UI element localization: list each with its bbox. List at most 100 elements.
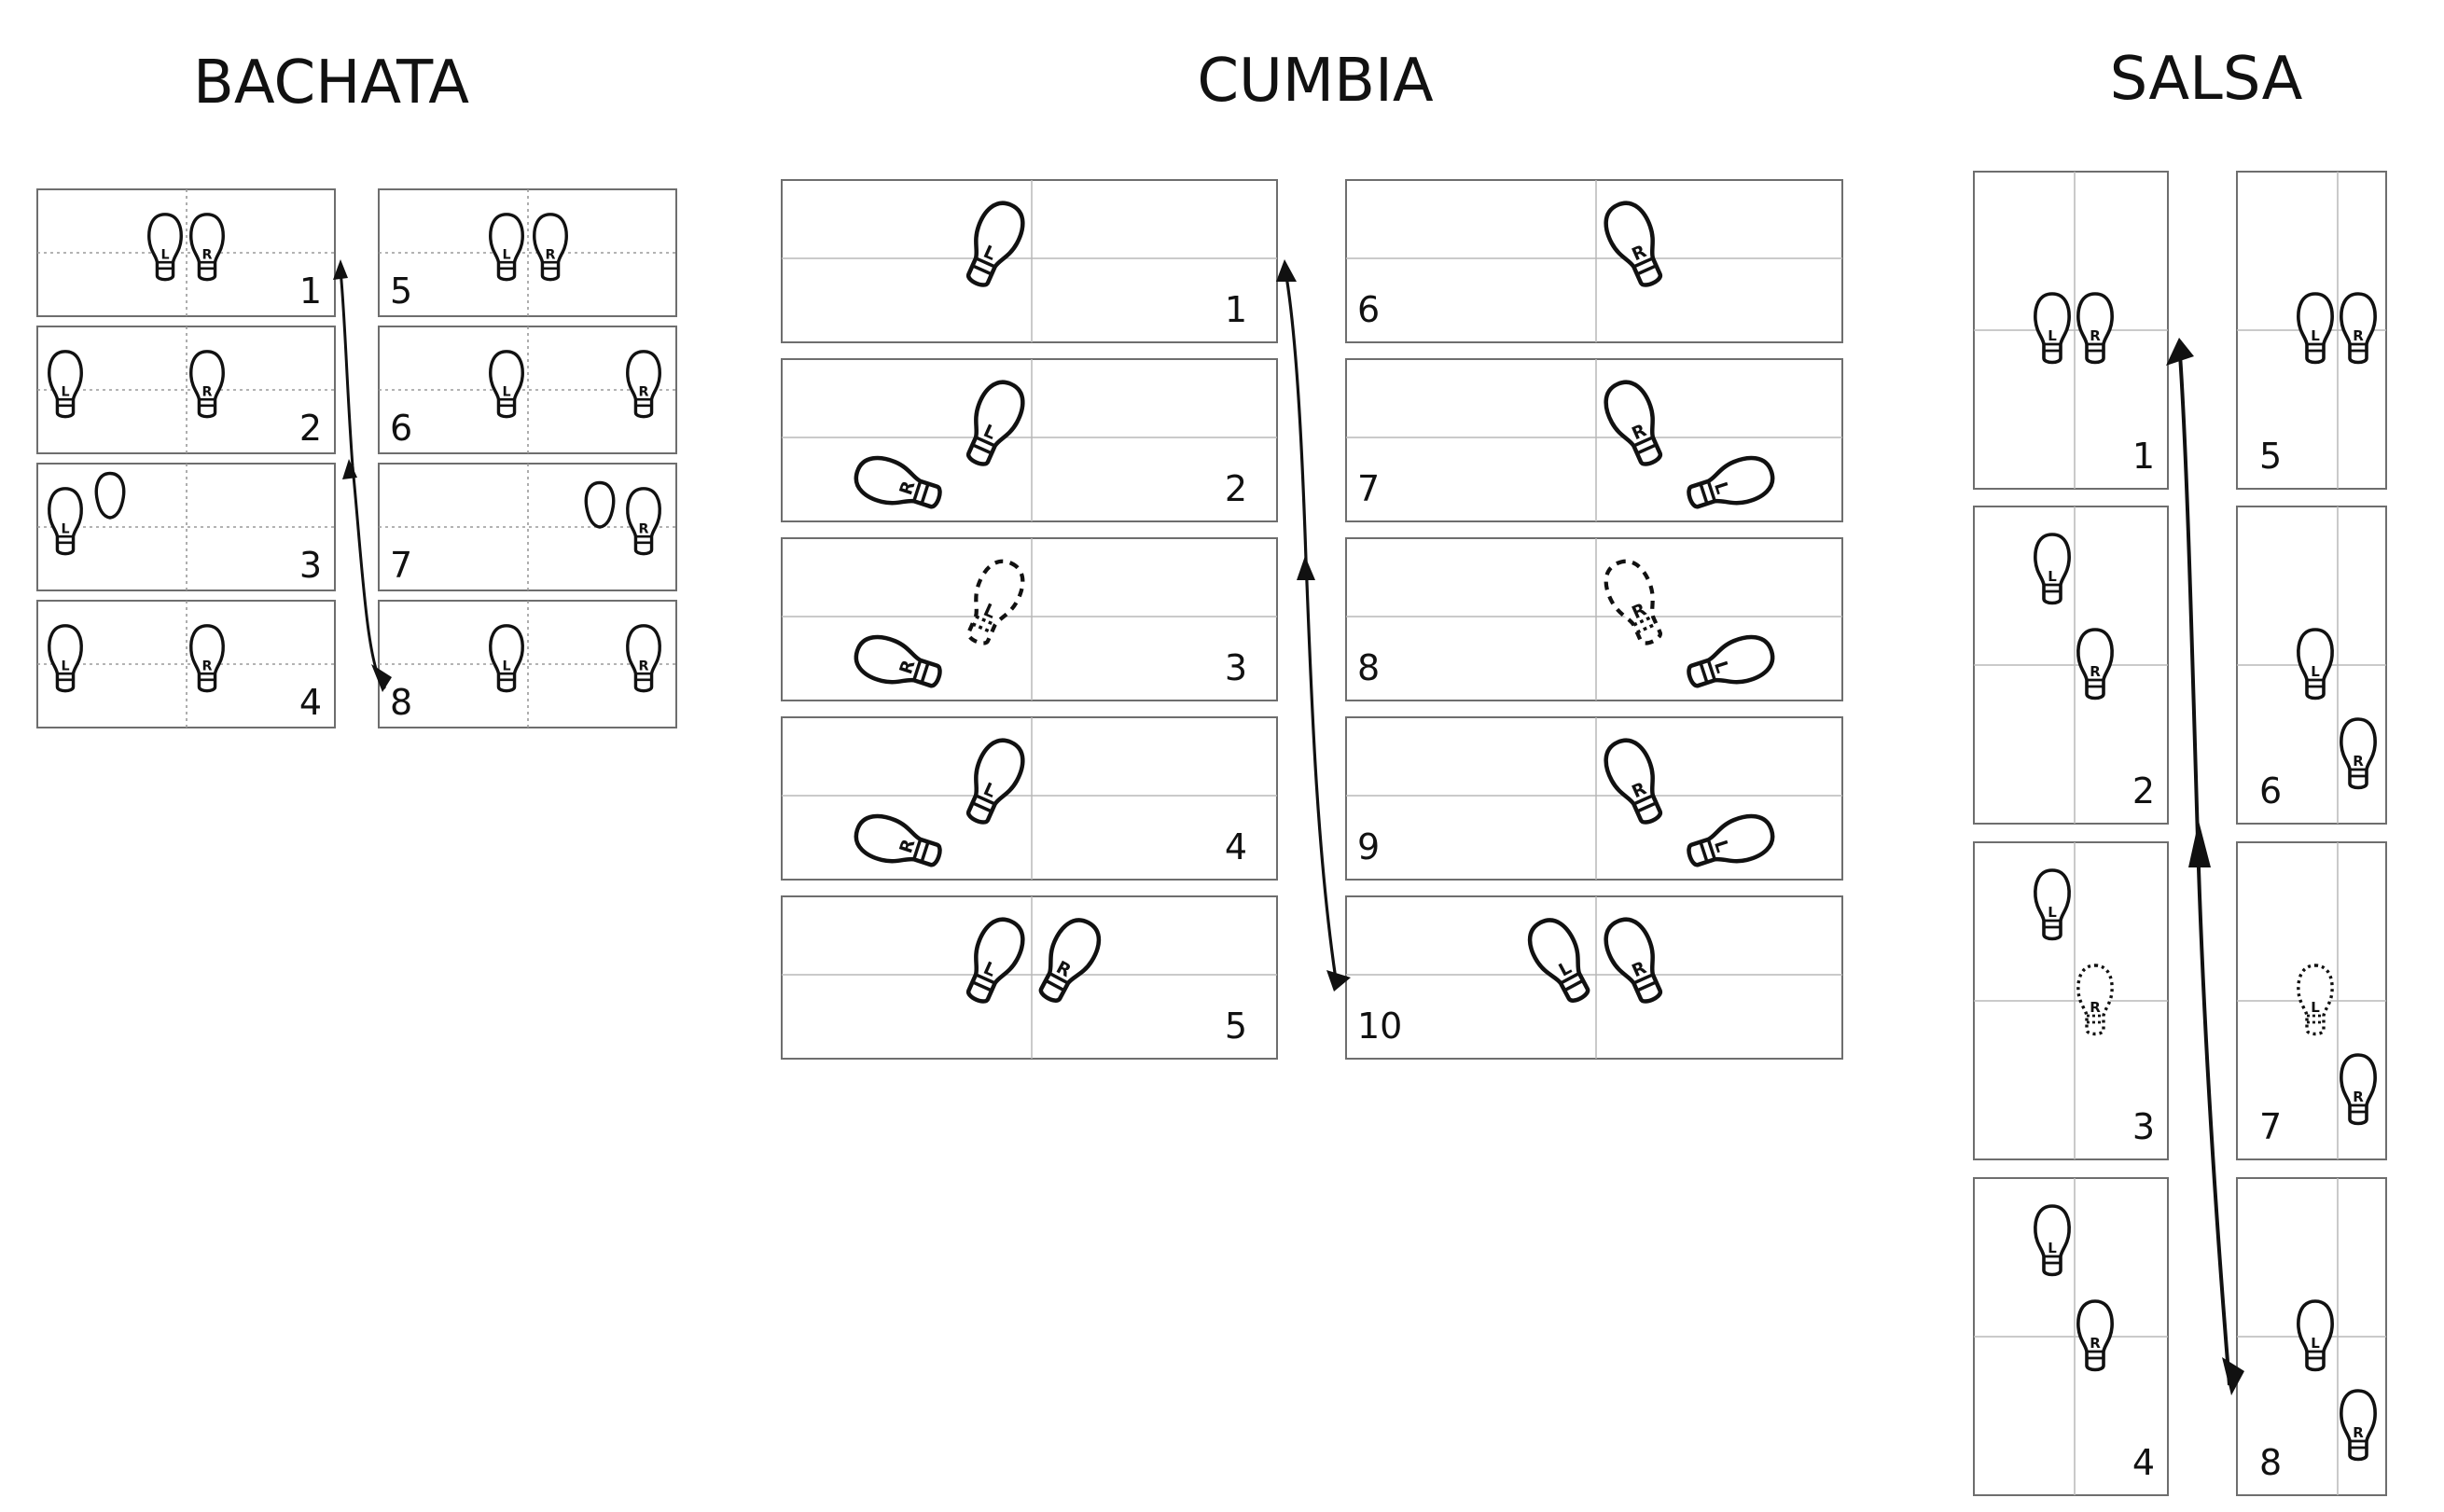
step-number: 4: [299, 682, 322, 723]
step-number: 3: [299, 545, 322, 586]
right-shoe-icon: R: [2340, 717, 2377, 790]
right-shoe-icon: R: [854, 634, 942, 688]
foot-letter: R: [896, 479, 920, 498]
flow-arrow-icon: [1276, 259, 1351, 992]
foot-letter: R: [2090, 999, 2101, 1016]
right-shoe-icon: R: [2076, 1299, 2114, 1372]
left-shoe-icon: L: [489, 624, 524, 693]
left-shoe-ghost-icon: L: [2297, 964, 2334, 1036]
step-box: 1: [781, 179, 1278, 343]
right-shoe-icon: R: [626, 487, 661, 556]
step-number: 7: [390, 545, 412, 586]
left-shoe-icon: L: [966, 917, 1025, 1004]
left-shoe-icon: L: [2034, 1204, 2071, 1277]
foot-letter: R: [2353, 327, 2364, 344]
step-box: 1: [1973, 171, 2169, 490]
right-shoe-icon: R: [189, 350, 225, 419]
right-shoe-icon: R: [189, 624, 225, 693]
right-shoe-icon: R: [1604, 380, 1662, 466]
foot-letter: R: [896, 837, 920, 856]
step-number: 6: [1357, 289, 1380, 330]
foot-letter: R: [2353, 753, 2364, 770]
right-shoe-icon: R: [854, 813, 942, 867]
foot-letter: R: [639, 384, 649, 399]
left-shoe-icon: L: [1687, 455, 1775, 509]
step-number: 4: [1225, 826, 1247, 867]
step-box: 7: [1345, 358, 1843, 522]
foot-letter: L: [61, 384, 69, 399]
foot-letter: L: [2048, 327, 2057, 344]
foot-letter: L: [2311, 327, 2320, 344]
right-shoe-ghost-icon: R: [2076, 964, 2114, 1036]
step-number: 8: [2259, 1442, 2282, 1483]
step-box: 6: [378, 326, 677, 454]
left-shoe-ghost-icon: L: [966, 559, 1025, 645]
foot-letter: L: [2048, 1240, 2057, 1256]
left-shoe-icon: L: [966, 738, 1025, 825]
step-number: 1: [2132, 436, 2155, 477]
left-shoe-icon: L: [966, 380, 1025, 466]
section-title: CUMBIA: [1197, 47, 1434, 116]
foot-letter: L: [2048, 904, 2057, 921]
foot-letter: R: [2353, 1089, 2364, 1105]
step-number: 9: [1357, 826, 1380, 867]
step-number: 7: [2259, 1106, 2282, 1147]
right-shoe-icon: R: [626, 624, 661, 693]
foot-letter: L: [2311, 999, 2320, 1016]
foot-letter: R: [639, 521, 649, 536]
step-number: 2: [299, 408, 322, 449]
right-shoe-icon: R: [2076, 292, 2114, 365]
left-shoe-icon: L: [48, 487, 83, 556]
step-number: 5: [2259, 436, 2282, 477]
foot-letter: L: [502, 659, 510, 673]
step-box: 2: [1973, 506, 2169, 825]
foot-letter: L: [502, 247, 510, 262]
right-shoe-icon: R: [189, 213, 225, 282]
left-shoe-icon: L: [966, 201, 1025, 287]
foot-letter: R: [896, 658, 920, 677]
right-shoe-icon: R: [2340, 292, 2377, 365]
section-title: SALSA: [2110, 45, 2303, 114]
right-shoe-icon: R: [626, 350, 661, 419]
step-number: 5: [390, 270, 412, 312]
foot-letter: R: [639, 659, 649, 673]
right-shoe-icon: R: [2076, 628, 2114, 701]
step-number: 1: [299, 270, 322, 312]
step-number: 4: [2132, 1442, 2155, 1483]
step-number: 1: [1225, 289, 1247, 330]
foot-letter: R: [546, 247, 556, 262]
left-shoe-icon: L: [489, 213, 524, 282]
step-number: 7: [1357, 468, 1380, 509]
foot-letter: R: [2090, 663, 2101, 680]
foot-letter: L: [2311, 663, 2320, 680]
step-box: 4: [1973, 1177, 2169, 1496]
left-shoe-icon: L: [2297, 1299, 2334, 1372]
foot-letter: R: [2353, 1424, 2364, 1441]
left-shoe-icon: L: [2034, 533, 2071, 605]
step-number: 5: [1225, 1006, 1247, 1047]
step-box: 3: [781, 537, 1278, 701]
foot-letter: R: [202, 659, 213, 673]
step-box: 1: [36, 188, 336, 317]
left-shoe-icon: L: [1527, 918, 1590, 1003]
right-shoe-icon: R: [1604, 917, 1662, 1004]
step-box: 3: [1973, 841, 2169, 1160]
left-shoe-icon: L: [489, 350, 524, 419]
foot-letter: L: [502, 384, 510, 399]
foot-letter: R: [2090, 327, 2101, 344]
step-box: 3: [36, 463, 336, 591]
step-box: 2: [36, 326, 336, 454]
right-shoe-icon: R: [1038, 918, 1102, 1003]
step-box: 6: [1345, 179, 1843, 343]
step-box: 4: [36, 600, 336, 728]
right-toe-icon: [94, 471, 126, 520]
foot-letter: L: [2048, 568, 2057, 585]
step-box: 2: [781, 358, 1278, 522]
right-shoe-icon: R: [533, 213, 568, 282]
right-shoe-icon: R: [1604, 201, 1662, 287]
step-number: 2: [2132, 770, 2155, 811]
